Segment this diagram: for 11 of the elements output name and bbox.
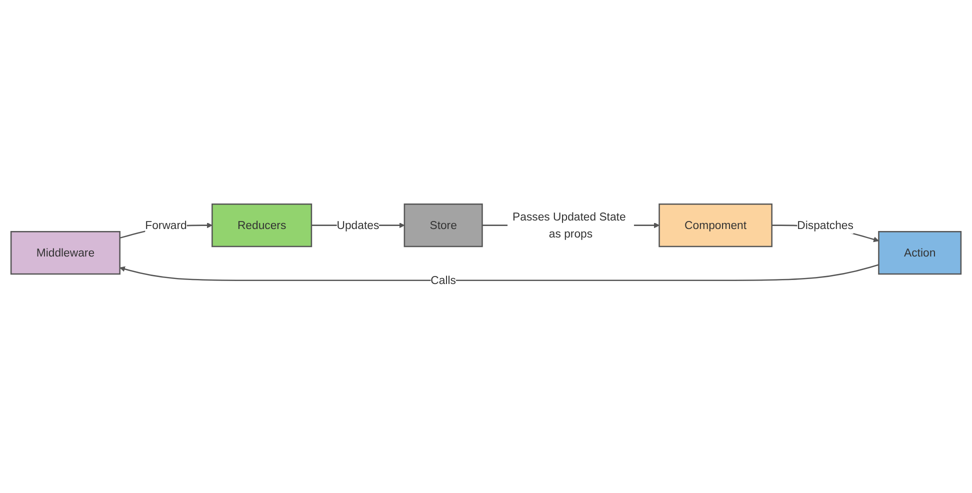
edge-label: Forward xyxy=(145,218,187,232)
node-box: Store xyxy=(404,204,483,248)
node-box: Reducers xyxy=(212,204,312,248)
node-box: Action xyxy=(878,231,962,275)
arrow xyxy=(120,264,879,281)
edge-label: Passes Updated State as props xyxy=(512,210,626,240)
edge-label: Calls xyxy=(430,274,456,286)
node-box: Compoment xyxy=(658,204,772,248)
node-box: Middleware xyxy=(10,231,120,275)
edge-label: Dispatches xyxy=(797,218,854,232)
edge-label: Updates xyxy=(336,218,380,232)
